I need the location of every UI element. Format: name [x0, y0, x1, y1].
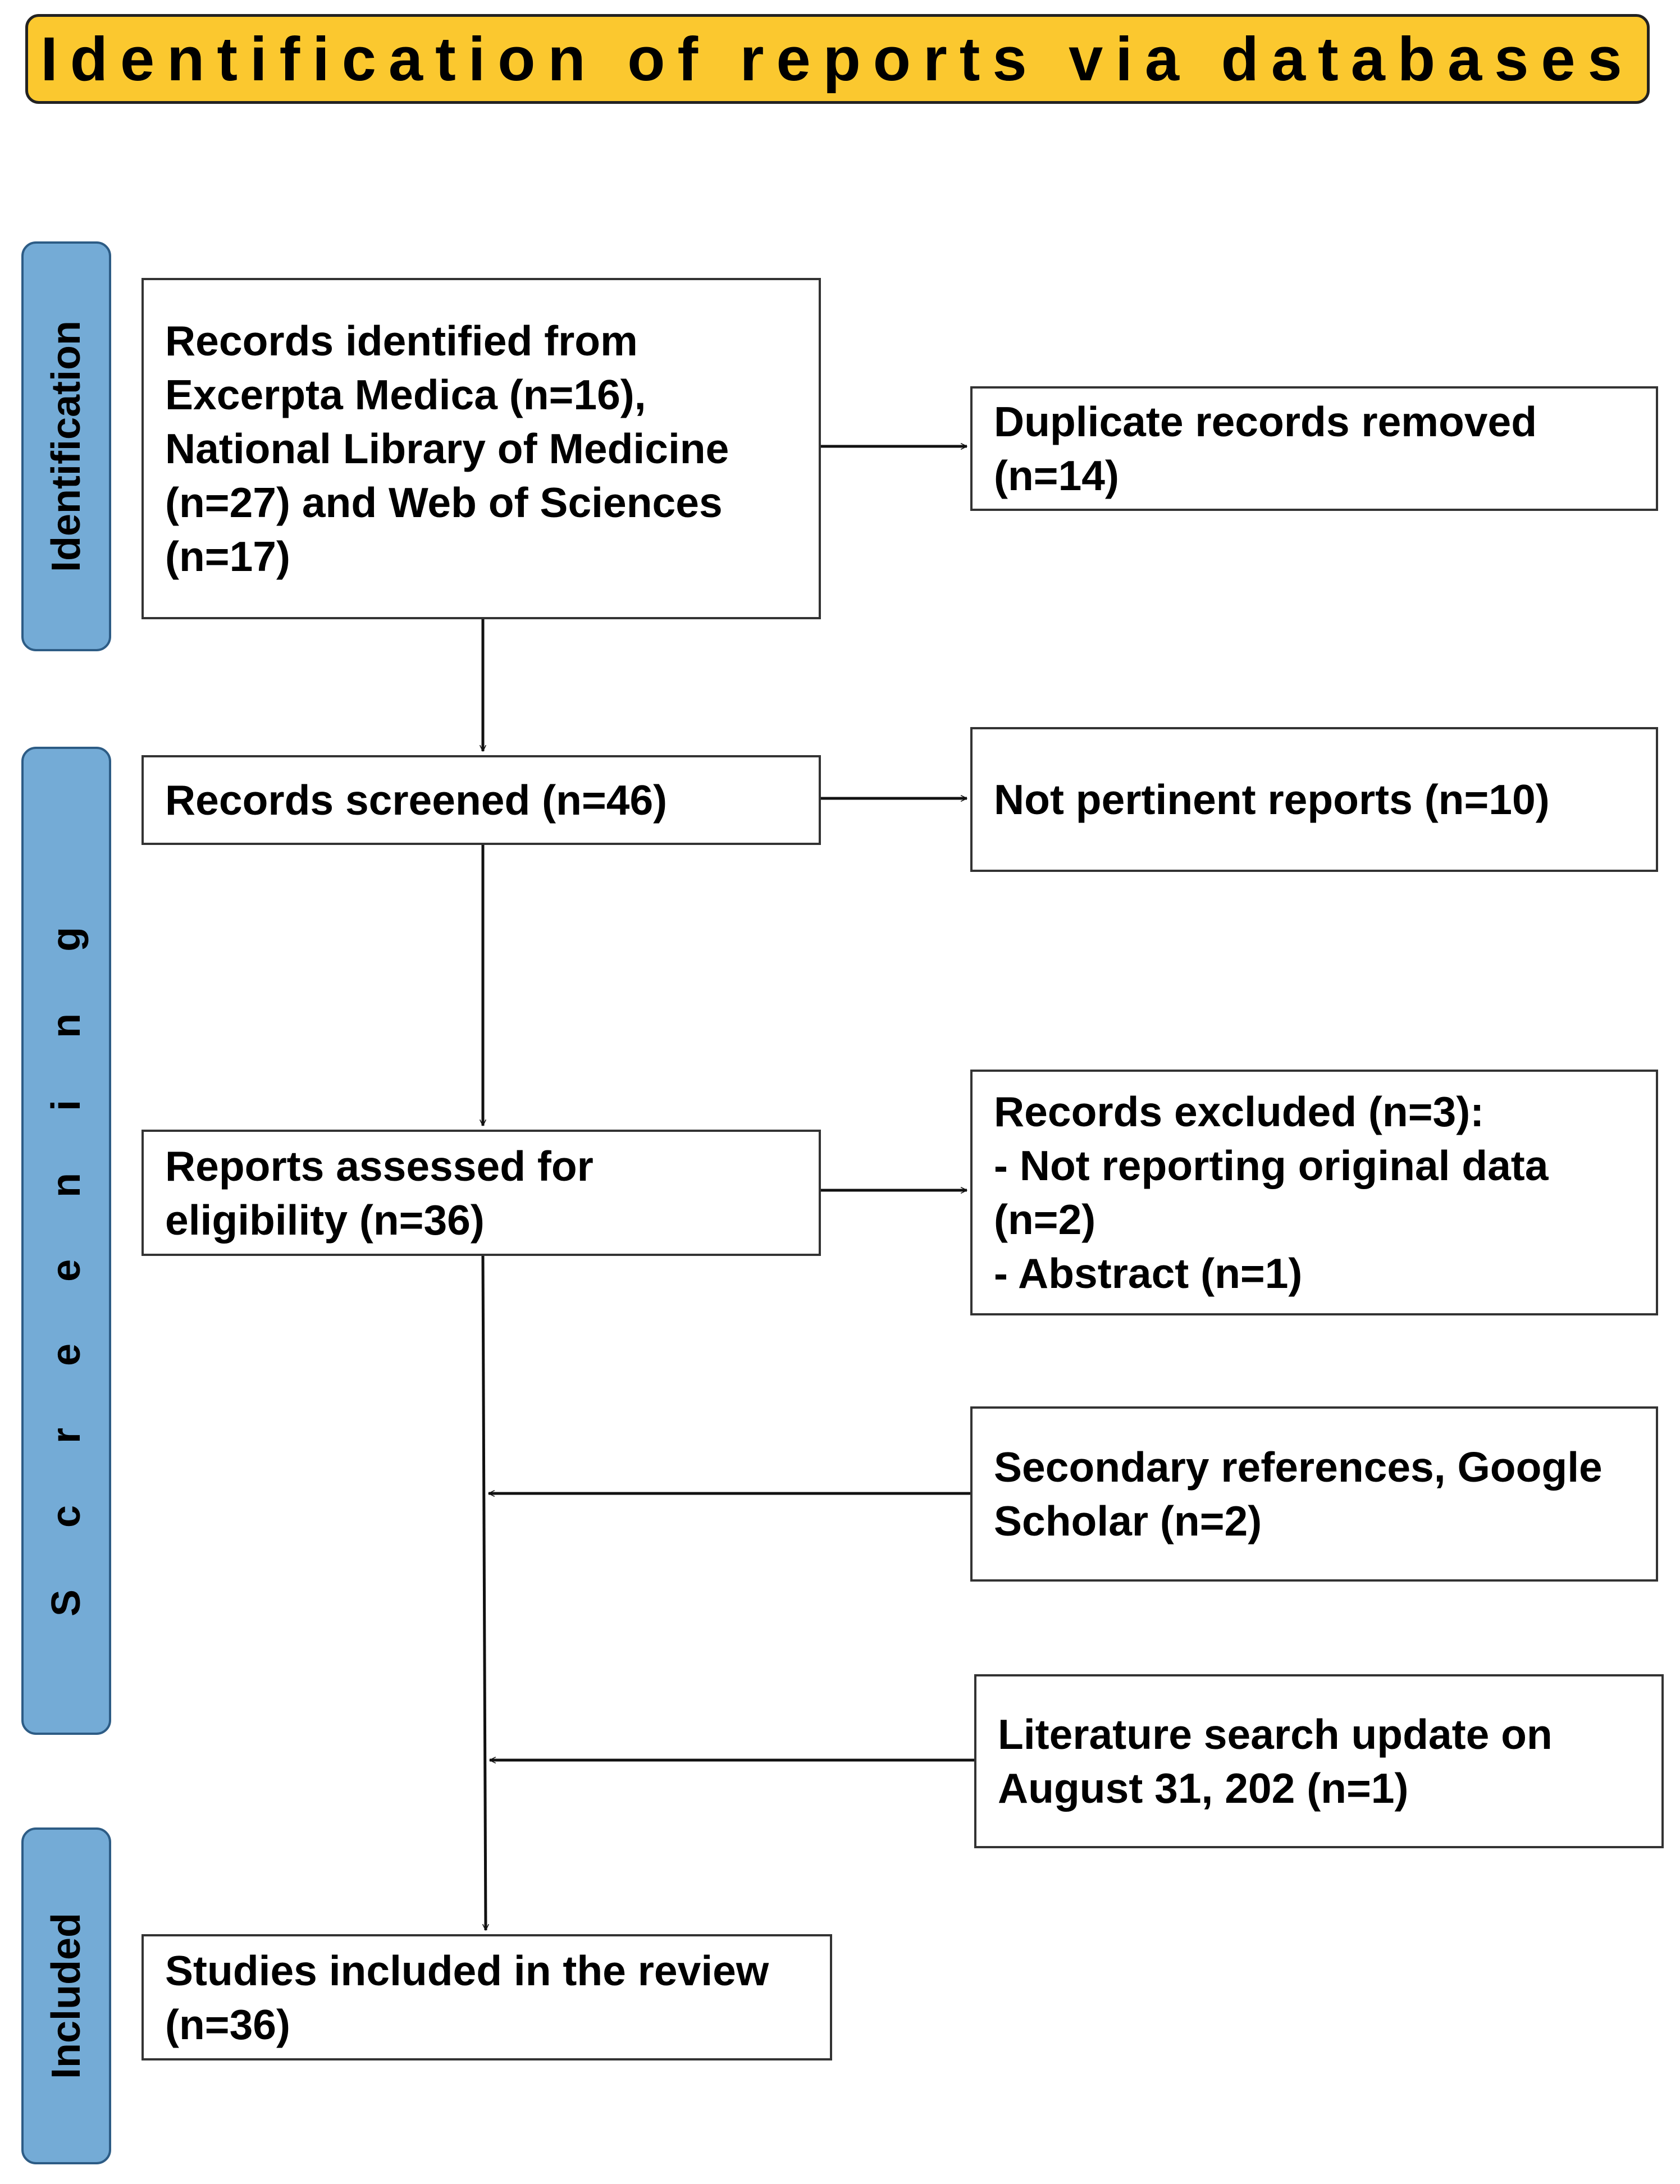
duplicates-removed-box: Duplicate records removed (n=14) — [970, 386, 1658, 511]
records-excluded-text: Records excluded (n=3): - Not reporting … — [994, 1088, 1549, 1297]
not-pertinent-text: Not pertinent reports (n=10) — [994, 776, 1550, 823]
reports-assessed-box: Reports assessed for eligibility (n=36) — [141, 1130, 821, 1256]
records-screened-box: Records screened (n=46) — [141, 755, 821, 845]
not-pertinent-box: Not pertinent reports (n=10) — [970, 727, 1658, 872]
literature-update-box: Literature search update on August 31, 2… — [974, 1674, 1664, 1848]
diagram-title: Identification of reports via databases — [25, 14, 1650, 104]
reports-assessed-text: Reports assessed for eligibility (n=36) — [165, 1142, 594, 1244]
secondary-references-box: Secondary references, Google Scholar (n=… — [970, 1406, 1658, 1582]
records-identified-box: Records identified from Excerpta Medica … — [141, 278, 821, 619]
duplicates-removed-text: Duplicate records removed (n=14) — [994, 398, 1537, 499]
studies-included-text: Studies included in the review (n=36) — [165, 1947, 769, 2048]
studies-included-box: Studies included in the review (n=36) — [141, 1934, 832, 2060]
arrow-assessed-to-included — [481, 1255, 486, 1930]
phase-screening-bar: Screening — [21, 747, 111, 1735]
literature-update-text: Literature search update on August 31, 2… — [998, 1711, 1553, 1812]
records-excluded-box: Records excluded (n=3): - Not reporting … — [970, 1070, 1658, 1315]
records-identified-text: Records identified from Excerpta Medica … — [165, 317, 729, 580]
phase-included-bar: Included — [21, 1827, 111, 2164]
phase-identification-bar: Identification — [21, 241, 111, 651]
records-screened-text: Records screened (n=46) — [165, 776, 668, 824]
secondary-references-text: Secondary references, Google Scholar (n=… — [994, 1443, 1603, 1545]
